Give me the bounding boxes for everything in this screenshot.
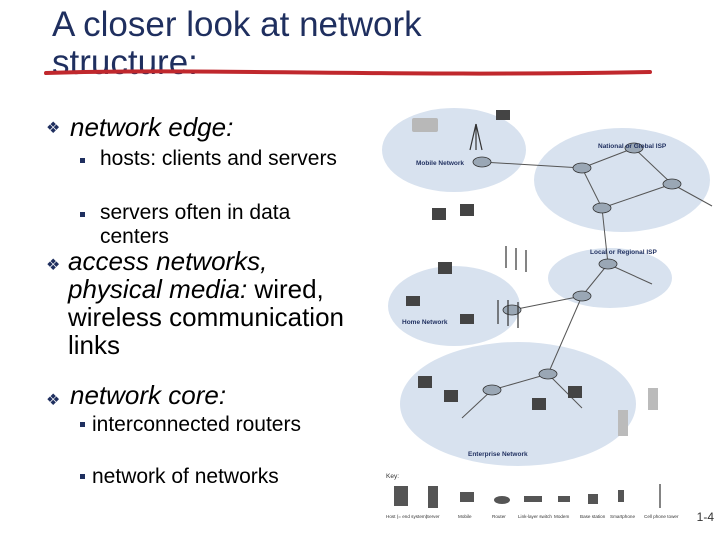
sub-bullet-servers: servers often in data centers [100, 201, 291, 248]
bullet-marker: ❖ [46, 120, 61, 137]
hosts [406, 110, 658, 436]
sub-bullet-marker [80, 422, 85, 427]
key-icons [394, 484, 661, 508]
access-networks-label: access networks, [68, 246, 268, 276]
bullet-network-edge: network edge: [70, 113, 233, 141]
server-icon [618, 410, 628, 436]
router-icon [592, 202, 612, 214]
key-switch: Link-layer switch [518, 514, 552, 519]
key-modem: Modem [554, 514, 569, 519]
sub-bullet-marker [80, 212, 85, 217]
monitor-icon [444, 390, 458, 402]
label-enterprise-network: Enterprise Network [468, 451, 528, 458]
bullet-access-networks: access networks, physical media: wired, … [68, 247, 368, 359]
key-router: Router [492, 514, 506, 519]
page-number: 1-4 [696, 510, 714, 524]
slide-title: A closer look at network structure: [52, 5, 422, 82]
laptop-icon [496, 110, 510, 120]
access-rest: wired, wireless communication links [68, 274, 344, 360]
cloud-enterprise [400, 342, 636, 466]
bullet-network-core: network core: [70, 381, 226, 409]
router-icon [472, 156, 492, 168]
monitor-icon [460, 204, 474, 216]
key-base-station: Base station [580, 514, 606, 519]
sub-bullet-routers: interconnected routers [92, 413, 301, 436]
network-diagram: Mobile Network National or Global ISP Lo… [382, 108, 713, 519]
router-icon [572, 290, 592, 302]
router-icon [598, 258, 618, 270]
key-server: Server [426, 514, 440, 519]
bullet-marker: ❖ [46, 392, 61, 409]
network-links [461, 147, 713, 419]
server-icon [648, 388, 658, 410]
key-labels: Host (= end system) Server Mobile Router… [386, 514, 679, 519]
router-icon [572, 162, 592, 174]
car-icon [412, 118, 438, 132]
bullet-marker: ❖ [46, 257, 61, 274]
key-mobile: Mobile [458, 514, 472, 519]
monitor-icon [438, 262, 452, 274]
cloud-mobile [382, 108, 526, 192]
label-home-network: Home Network [402, 319, 448, 326]
monitor-icon [568, 386, 582, 398]
monitor-icon [532, 398, 546, 410]
key-title: Key: [386, 473, 399, 480]
cloud-home [388, 266, 520, 346]
key-smartphone: Smartphone [610, 514, 635, 519]
cloud-global-isp [534, 128, 710, 232]
physical-media-label: physical media: [68, 274, 248, 304]
network-edge-label: network edge: [70, 112, 234, 142]
key-cell-tower: Cell phone tower [644, 514, 679, 519]
sub-bullet-networks: network of networks [92, 465, 279, 488]
router-icon [538, 368, 558, 380]
router-icon [624, 142, 644, 154]
monitor-icon [432, 208, 446, 220]
laptop-icon [460, 314, 474, 324]
router-icon [482, 384, 502, 396]
label-regional-isp: Local or Regional ISP [590, 249, 657, 256]
title-underline [44, 69, 652, 76]
sub-bullet-marker [80, 474, 85, 479]
laptop-icon [406, 296, 420, 306]
key-host: Host (= end system) [386, 514, 428, 519]
sub-bullet-hosts: hosts: clients and servers [100, 147, 337, 170]
sub-bullet-marker [80, 158, 85, 163]
router-icon [662, 178, 682, 190]
label-global-isp: National or Global ISP [598, 143, 667, 150]
label-mobile-network: Mobile Network [416, 160, 464, 167]
network-core-label: network core: [70, 380, 227, 410]
monitor-icon [418, 376, 432, 388]
cell-towers [469, 123, 527, 328]
